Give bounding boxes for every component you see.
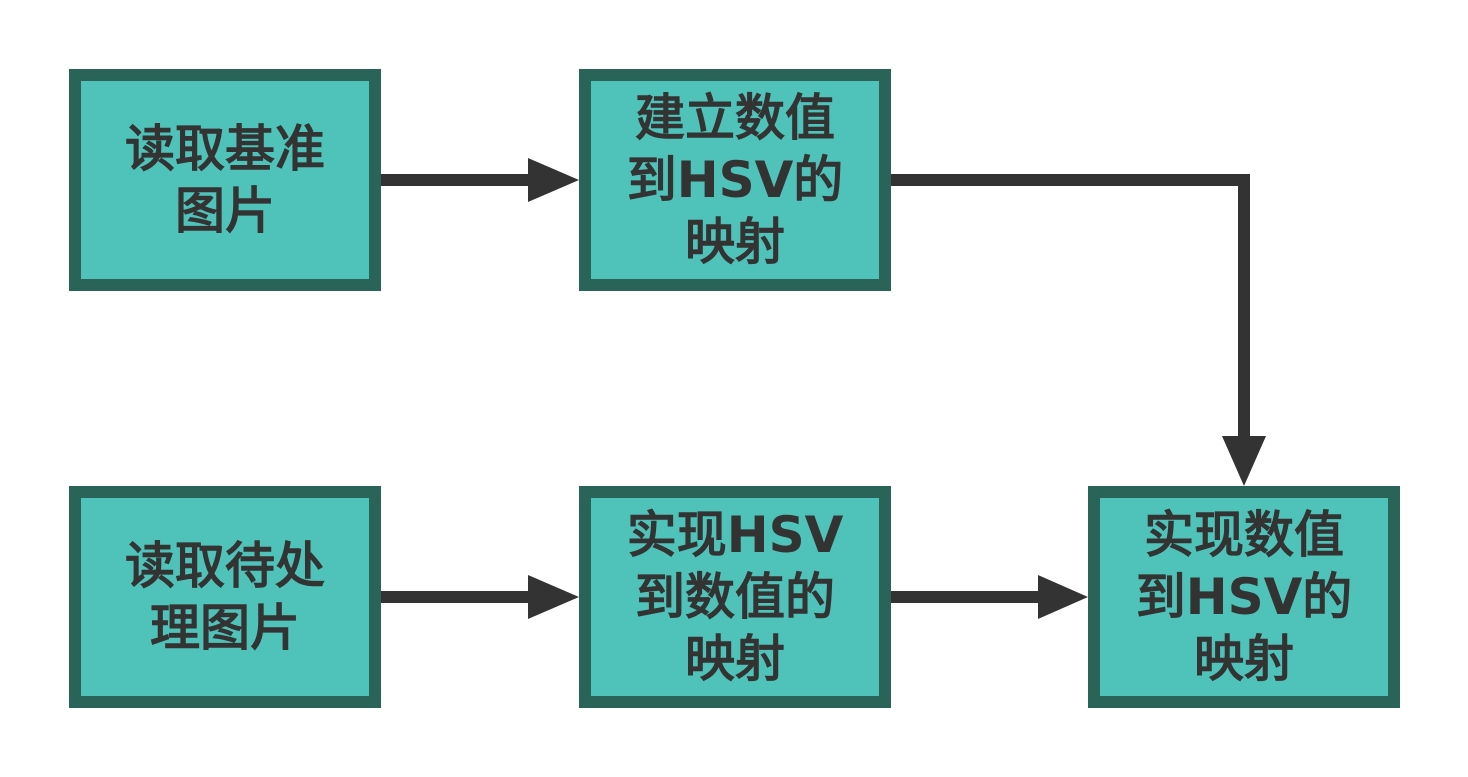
node-read-reference-image: 读取基准 图片 [69, 69, 381, 291]
node-read-image-to-process: 读取待处 理图片 [69, 486, 381, 708]
node-label: 实现数值 到HSV的 映射 [1135, 506, 1353, 688]
node-label: 读取基准 图片 [125, 120, 325, 240]
node-label: 读取待处 理图片 [125, 537, 325, 657]
arrow-build-map-to-val-to-hsv [891, 174, 1266, 486]
arrow-head [528, 158, 579, 202]
node-label: 建立数值 到HSV的 映射 [626, 89, 844, 271]
arrow-head [528, 575, 579, 619]
node-hsv-to-value-map: 实现HSV 到数值的 映射 [579, 486, 891, 708]
node-build-value-to-hsv-map: 建立数值 到HSV的 映射 [579, 69, 891, 291]
arrow-hsv-to-val-to-val-to-hsv [891, 575, 1088, 619]
arrow-head [1222, 436, 1266, 486]
arrow-line [891, 174, 1250, 440]
node-label: 实现HSV 到数值的 映射 [626, 506, 844, 688]
arrow-read-ref-to-build-map [381, 158, 579, 202]
node-value-to-hsv-map: 实现数值 到HSV的 映射 [1088, 486, 1400, 708]
arrow-head [1038, 575, 1088, 619]
arrow-read-proc-to-hsv-to-val [381, 575, 579, 619]
